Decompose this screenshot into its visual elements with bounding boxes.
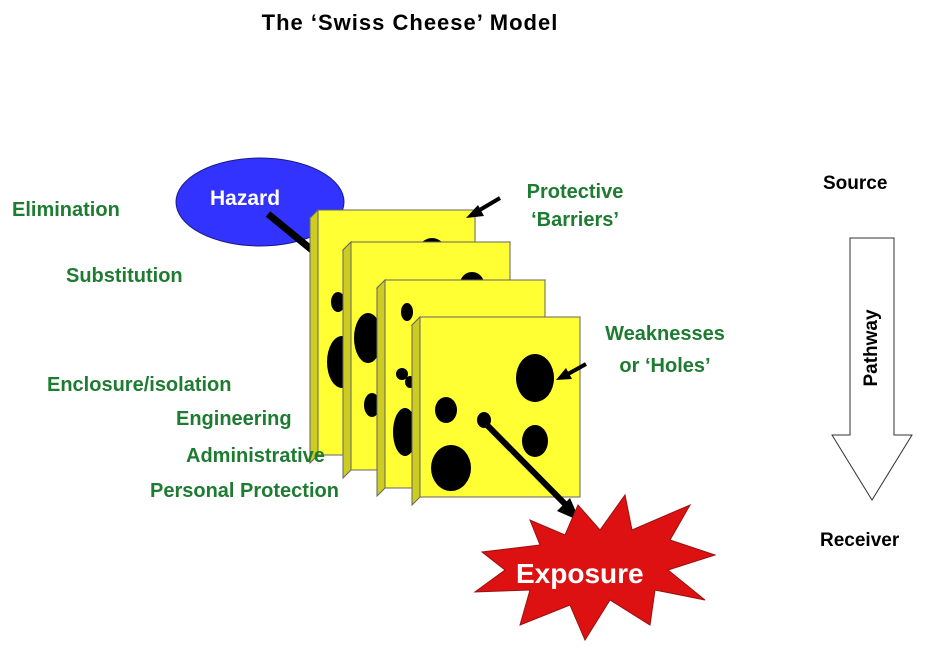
control-enclosure-isolation: Enclosure/isolation [47, 374, 232, 396]
holes-line-1: Weaknesses [605, 323, 725, 345]
barriers-annotation: Protective ‘Barriers’ [500, 178, 650, 234]
barriers-pointer-line [476, 196, 502, 213]
control-administrative: Administrative [186, 445, 325, 467]
control-elimination: Elimination [12, 199, 120, 221]
hazard-label: Hazard [210, 187, 281, 210]
holes-pointer-line [567, 362, 587, 376]
exposure-pathway-arrow [481, 419, 569, 508]
control-substitution: Substitution [66, 265, 183, 287]
holes-annotation: Weaknesses or ‘Holes’ [585, 318, 745, 382]
holes-pointer-head [556, 368, 572, 380]
pathway-label: Pathway [861, 309, 882, 387]
exposure-label: Exposure [516, 558, 644, 589]
exposure-starburst [473, 493, 717, 642]
pathway-down-arrow [831, 237, 913, 501]
page-title: The ‘Swiss Cheese’ Model [261, 10, 559, 35]
barriers-line-2: ‘Barriers’ [531, 209, 619, 231]
cheese-slice-4 [410, 315, 582, 507]
control-engineering: Engineering [176, 408, 292, 430]
source-label: Source [823, 173, 888, 194]
control-personal-protection: Personal Protection [150, 480, 339, 502]
hazard-ellipse [175, 157, 345, 247]
barriers-pointer-head [466, 205, 484, 218]
holes-line-2: or ‘Holes’ [619, 355, 711, 377]
hazard-arrow-line [265, 211, 315, 253]
barriers-line-1: Protective [526, 181, 624, 203]
receiver-label: Receiver [820, 530, 900, 551]
